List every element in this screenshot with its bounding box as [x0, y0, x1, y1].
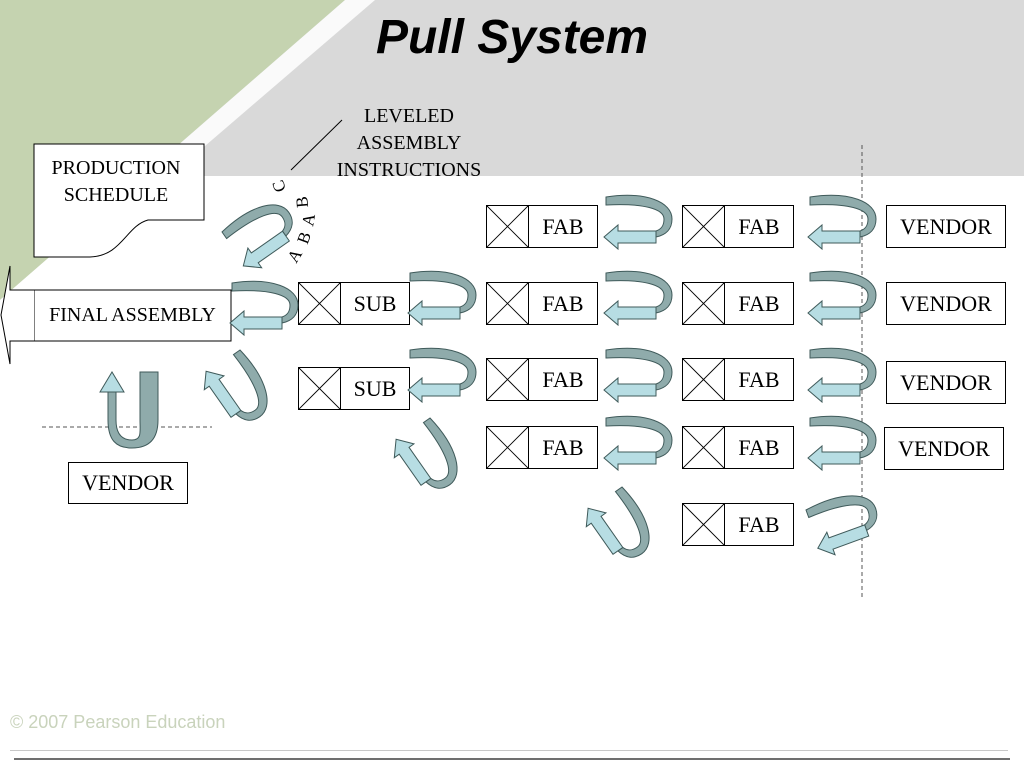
final-assembly-arrow	[0, 265, 232, 365]
pull-arrow	[603, 347, 673, 403]
vendor-bottom-box: VENDOR	[68, 462, 188, 504]
slide-title: Pull System	[375, 11, 649, 64]
kanban-square-icon	[683, 427, 725, 468]
pull-arrow	[807, 194, 877, 250]
fab-label: FAB	[738, 434, 780, 460]
fab-station: FAB	[682, 358, 794, 401]
fab-label: FAB	[542, 290, 584, 316]
pull-arrow	[807, 270, 877, 326]
sub-label: SUB	[353, 290, 397, 316]
leveled-assembly-note: LEVELED ASSEMBLY INSTRUCTIONS	[336, 105, 482, 181]
leader-line	[290, 119, 343, 171]
kanban-square-icon	[683, 283, 725, 324]
vendor-box: VENDOR	[884, 427, 1004, 470]
schedule-arrow	[218, 192, 307, 277]
fab-station: FAB	[486, 358, 598, 401]
footer-rule-thin	[10, 750, 1008, 751]
fab-station: FAB	[486, 426, 598, 469]
kanban-square-icon	[487, 283, 529, 324]
sub-label: SUB	[353, 375, 397, 401]
kanban-square-icon	[299, 283, 341, 324]
pull-arrow	[229, 280, 299, 336]
pull-arrow	[603, 194, 673, 250]
kanban-square-icon	[683, 206, 725, 247]
sub-station: SUB	[298, 282, 410, 325]
kanban-square-icon	[299, 368, 341, 409]
pull-arrow	[407, 347, 477, 403]
fab-label: FAB	[542, 213, 584, 239]
pull-arrow	[603, 415, 673, 471]
fab-station: FAB	[486, 205, 598, 248]
fab-station: FAB	[682, 503, 794, 546]
pull-arrow	[577, 483, 662, 572]
pull-arrow	[803, 485, 887, 561]
fab-label: FAB	[542, 434, 584, 460]
kanban-square-icon	[487, 359, 529, 400]
copyright-footer: © 2007 Pearson Education	[10, 712, 226, 732]
fab-station: FAB	[682, 205, 794, 248]
vendor-box: VENDOR	[886, 282, 1006, 325]
kanban-square-icon	[683, 504, 725, 545]
vendor-pull-arrow	[99, 371, 159, 449]
vendor-box: VENDOR	[886, 361, 1006, 404]
fab-label: FAB	[738, 366, 780, 392]
fab-station: FAB	[682, 426, 794, 469]
fab-label: FAB	[738, 213, 780, 239]
vendor-box: VENDOR	[886, 205, 1006, 248]
kanban-square-icon	[487, 206, 529, 247]
fab-station: FAB	[486, 282, 598, 325]
final-assembly-label: FINAL ASSEMBLY	[49, 304, 216, 326]
pull-arrow	[385, 414, 470, 503]
sub-station: SUB	[298, 367, 410, 410]
pull-arrow	[603, 270, 673, 326]
pull-arrow	[807, 347, 877, 403]
pull-arrow	[195, 346, 280, 435]
pull-arrow	[407, 270, 477, 326]
pull-arrow	[807, 415, 877, 471]
fab-label: FAB	[542, 366, 584, 392]
kanban-square-icon	[683, 359, 725, 400]
footer-rule-thick	[14, 758, 1010, 760]
fab-station: FAB	[682, 282, 794, 325]
kanban-square-icon	[487, 427, 529, 468]
production-schedule-shape	[33, 143, 205, 258]
production-schedule-label: PRODUCTION SCHEDULE	[51, 157, 181, 206]
fab-label: FAB	[738, 290, 780, 316]
fab-label: FAB	[738, 511, 780, 537]
